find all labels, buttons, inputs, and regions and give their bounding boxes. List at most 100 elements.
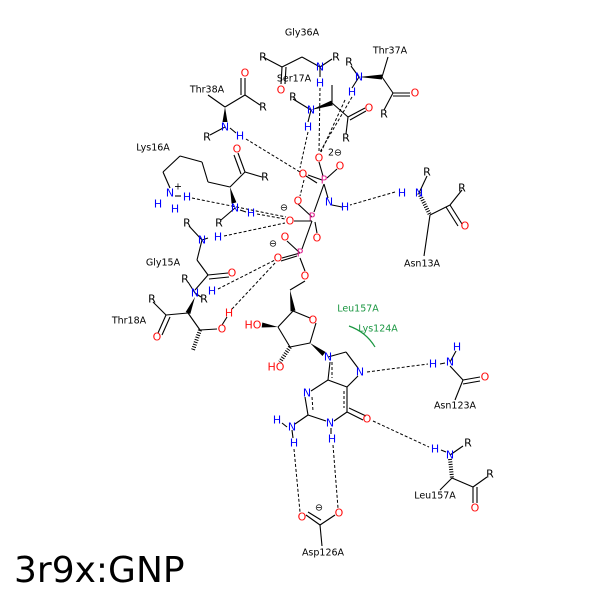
bond bbox=[291, 429, 294, 439]
bond bbox=[307, 511, 322, 521]
atom-r: R bbox=[342, 132, 350, 145]
hashed-bond bbox=[278, 345, 292, 364]
atom-r: R bbox=[423, 166, 431, 179]
atom-r: R bbox=[458, 182, 466, 195]
bond bbox=[381, 56, 389, 78]
atom-o: O bbox=[313, 232, 322, 245]
bond bbox=[207, 94, 226, 108]
bond bbox=[237, 152, 246, 173]
atom-n: N bbox=[325, 196, 333, 209]
bond bbox=[462, 380, 481, 385]
atom-o: O bbox=[277, 84, 286, 97]
bond bbox=[449, 189, 463, 206]
bond bbox=[348, 407, 367, 417]
atom-r: R bbox=[261, 171, 269, 184]
hashed-bond bbox=[191, 329, 202, 351]
atom-r: R bbox=[259, 101, 267, 114]
bond bbox=[439, 477, 453, 491]
bond bbox=[449, 445, 464, 456]
bond bbox=[201, 237, 209, 241]
atom-h: H bbox=[290, 437, 298, 450]
bond bbox=[346, 411, 364, 421]
atom-n: N bbox=[198, 234, 206, 247]
residue-label-asp126: Asp126A bbox=[302, 548, 345, 559]
atom-h: H bbox=[225, 307, 233, 320]
bond bbox=[418, 175, 428, 194]
bond bbox=[383, 92, 394, 111]
atom-n: N bbox=[307, 104, 315, 117]
bond bbox=[323, 183, 329, 199]
charge-label: ⊖ bbox=[269, 239, 277, 250]
bond bbox=[449, 350, 457, 363]
bond bbox=[472, 476, 488, 488]
bond bbox=[349, 110, 367, 121]
atom-n: N bbox=[221, 121, 229, 134]
atom-n: N bbox=[288, 421, 296, 434]
charge-label: ⊖ bbox=[315, 503, 323, 514]
wedge-bond bbox=[185, 297, 195, 315]
bond bbox=[301, 56, 321, 68]
atom-r: R bbox=[183, 217, 191, 230]
atom-r: R bbox=[148, 293, 156, 306]
bond bbox=[346, 375, 359, 388]
hydrogen-bond bbox=[318, 87, 321, 153]
atom-h: H bbox=[247, 207, 255, 220]
bond bbox=[297, 203, 313, 218]
bond bbox=[331, 204, 343, 208]
hydrophobic-contact-arc bbox=[348, 325, 376, 348]
bond bbox=[284, 66, 287, 85]
bond bbox=[429, 204, 451, 216]
atom-r: R bbox=[486, 468, 494, 481]
atom-n: N bbox=[415, 187, 423, 200]
bond bbox=[187, 281, 196, 294]
atom-r: R bbox=[203, 131, 211, 144]
bond bbox=[319, 58, 333, 68]
hydrogen-bond bbox=[191, 197, 287, 218]
atom-r: R bbox=[380, 108, 388, 121]
atom-n-plus: N bbox=[166, 187, 174, 200]
atom-r: R bbox=[215, 217, 223, 230]
charge-label: ⊖ bbox=[280, 203, 288, 214]
atom-o: O bbox=[336, 160, 345, 173]
bond bbox=[194, 292, 202, 298]
atom-n: N bbox=[191, 287, 199, 300]
atom-o: O bbox=[363, 413, 372, 426]
bond bbox=[310, 379, 329, 392]
atom-o: O bbox=[286, 215, 295, 228]
atom-h: H bbox=[183, 191, 191, 204]
atom-h: H bbox=[341, 201, 349, 214]
bond bbox=[333, 411, 348, 422]
atom-h: H bbox=[304, 121, 312, 134]
atom-o: O bbox=[274, 252, 283, 265]
atom-r: R bbox=[259, 51, 267, 64]
bond bbox=[244, 94, 261, 106]
atom-h: H bbox=[154, 198, 162, 211]
hydrogen-bond bbox=[245, 138, 301, 173]
bond bbox=[381, 76, 394, 94]
atom-n: N bbox=[446, 449, 454, 462]
residue-label-asn13: Asn13A bbox=[404, 259, 441, 270]
bond bbox=[289, 342, 311, 348]
atom-o: O bbox=[153, 331, 162, 344]
bond bbox=[277, 310, 294, 328]
bond bbox=[289, 280, 306, 291]
bond bbox=[239, 209, 247, 213]
hydrogen-bond bbox=[319, 96, 353, 153]
bond bbox=[162, 171, 171, 189]
bond bbox=[350, 65, 360, 78]
atom-o: O bbox=[218, 323, 227, 336]
atom-r: R bbox=[181, 273, 189, 286]
atom-ho: HO bbox=[268, 361, 285, 374]
bond bbox=[454, 379, 464, 401]
bond bbox=[199, 328, 218, 331]
atom-o: O bbox=[461, 220, 470, 233]
atom-h: H bbox=[398, 187, 406, 200]
wedge-bond bbox=[261, 322, 278, 328]
bond bbox=[347, 107, 366, 118]
atom-o: O bbox=[301, 270, 310, 283]
atom-o: O bbox=[315, 152, 324, 165]
atom-h: H bbox=[273, 414, 281, 427]
atom-o: O bbox=[299, 168, 308, 181]
bond bbox=[351, 76, 360, 89]
bond bbox=[188, 225, 203, 241]
